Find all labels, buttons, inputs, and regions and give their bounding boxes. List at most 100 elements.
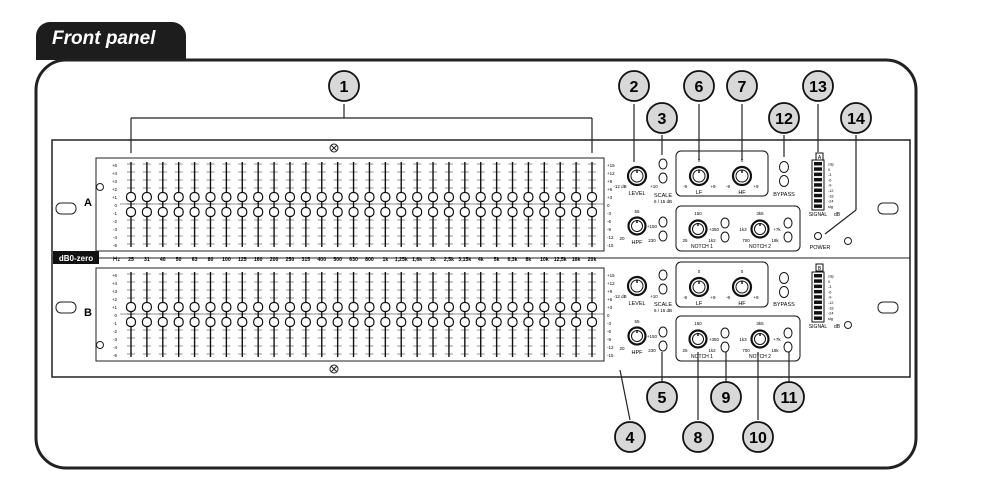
eq-slider[interactable] [586, 272, 598, 357]
eq-slider[interactable] [237, 272, 248, 357]
eq-slider[interactable] [237, 162, 248, 247]
eq-slider[interactable] [475, 272, 486, 357]
eq-slider[interactable] [555, 162, 566, 247]
notch1-knob[interactable] [688, 329, 708, 349]
eq-slider[interactable] [157, 272, 168, 357]
eq-slider[interactable] [253, 272, 264, 357]
eq-slider[interactable] [348, 162, 359, 247]
scale-button[interactable] [658, 158, 668, 184]
eq-slider[interactable] [189, 162, 200, 247]
n2-bottom: 18k [771, 238, 779, 243]
scale-right-label: -6 [607, 329, 611, 334]
lf-knob[interactable] [688, 276, 710, 298]
eq-slider[interactable] [491, 162, 502, 247]
eq-slider[interactable] [507, 272, 518, 357]
eq-slider[interactable] [125, 162, 137, 247]
eq-slider[interactable] [396, 162, 407, 247]
eq-slider[interactable] [316, 272, 327, 357]
eq-slider[interactable] [221, 272, 232, 357]
eq-slider[interactable] [459, 162, 470, 247]
eq-slider[interactable] [571, 162, 582, 247]
eq-slider[interactable] [412, 272, 423, 357]
eq-slider[interactable] [380, 162, 391, 247]
hpf-switch[interactable] [658, 326, 668, 352]
scale-button[interactable] [658, 269, 668, 295]
slider-cap [189, 206, 200, 218]
level-knob[interactable] [626, 165, 648, 187]
slider-cap [253, 206, 264, 218]
eq-slider[interactable] [475, 162, 486, 247]
slider-section-b [95, 267, 605, 362]
eq-slider[interactable] [364, 272, 375, 357]
notch2-switch[interactable] [783, 217, 793, 243]
hf-knob[interactable] [731, 165, 753, 187]
bypass-button[interactable] [779, 272, 789, 298]
eq-slider[interactable] [173, 272, 184, 357]
eq-slider[interactable] [523, 162, 534, 247]
eq-slider[interactable] [555, 272, 566, 357]
eq-slider[interactable] [157, 162, 168, 247]
eq-slider[interactable] [205, 162, 216, 247]
shelf-top: 0 [698, 158, 701, 163]
frequency-label: 31 [144, 257, 150, 263]
eq-slider[interactable] [300, 272, 311, 357]
eq-slider[interactable] [443, 272, 455, 357]
eq-slider[interactable] [284, 272, 296, 357]
eq-slider[interactable] [268, 162, 280, 247]
scale-label: SCALE [654, 193, 672, 199]
eq-slider[interactable] [221, 162, 232, 247]
eq-slider[interactable] [412, 162, 423, 247]
frequency-label: 2k [430, 257, 436, 263]
bypass-button[interactable] [779, 161, 789, 187]
eq-slider[interactable] [173, 162, 184, 247]
notch1-switch[interactable] [720, 217, 730, 243]
lf-knob[interactable] [688, 165, 710, 187]
slider-cap [555, 316, 566, 328]
signal-unit: dB [834, 212, 841, 218]
notch2-knob[interactable] [750, 329, 770, 349]
eq-slider[interactable] [586, 162, 598, 247]
hf-knob[interactable] [731, 276, 753, 298]
eq-slider[interactable] [332, 272, 343, 357]
eq-slider[interactable] [507, 162, 518, 247]
eq-slider[interactable] [396, 272, 407, 357]
eq-slider[interactable] [284, 162, 296, 247]
eq-slider[interactable] [539, 272, 550, 357]
eq-slider[interactable] [316, 162, 327, 247]
eq-slider[interactable] [427, 272, 439, 357]
notch2-switch[interactable] [783, 327, 793, 353]
eq-slider[interactable] [125, 272, 137, 357]
eq-slider[interactable] [189, 272, 200, 357]
eq-slider[interactable] [300, 162, 311, 247]
eq-slider[interactable] [364, 162, 375, 247]
eq-slider[interactable] [332, 162, 343, 247]
eq-slider[interactable] [205, 272, 216, 357]
slider-cap [412, 316, 423, 328]
scale-left-label: +6 [112, 273, 118, 278]
eq-slider[interactable] [348, 272, 359, 357]
eq-slider[interactable] [253, 162, 264, 247]
hpf-switch[interactable] [658, 216, 668, 242]
notch1-knob[interactable] [688, 219, 708, 239]
eq-slider[interactable] [539, 162, 550, 247]
eq-slider[interactable] [141, 272, 152, 357]
level-knob[interactable] [626, 275, 648, 297]
power-led[interactable] [814, 232, 822, 240]
hpf-knob[interactable] [627, 326, 647, 346]
hpf-knob[interactable] [627, 216, 647, 236]
eq-slider[interactable] [459, 272, 470, 357]
eq-slider[interactable] [523, 272, 534, 357]
brand-label: dB0-zero [59, 254, 93, 263]
eq-slider[interactable] [443, 162, 455, 247]
eq-slider[interactable] [268, 272, 280, 357]
eq-slider[interactable] [491, 272, 502, 357]
eq-slider[interactable] [141, 162, 152, 247]
notch1-switch[interactable] [720, 327, 730, 353]
notch2-knob[interactable] [750, 219, 770, 239]
slider-cap [364, 301, 375, 313]
slider-cap [284, 191, 296, 203]
slider-cap [443, 316, 455, 328]
eq-slider[interactable] [571, 272, 582, 357]
eq-slider[interactable] [380, 272, 391, 357]
eq-slider[interactable] [427, 162, 439, 247]
